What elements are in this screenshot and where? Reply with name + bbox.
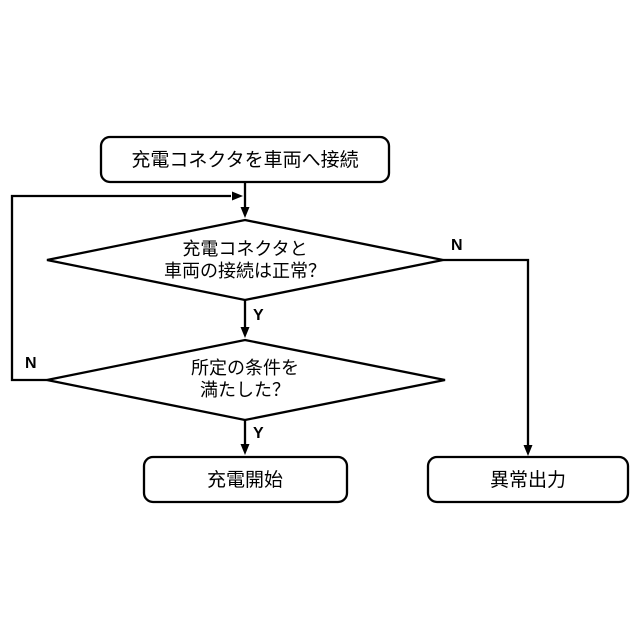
arrowhead-into-decision-connection	[240, 207, 250, 218]
arrowhead-into-charge-start	[240, 444, 250, 455]
branch-label-condition-no: N	[25, 355, 37, 372]
node-abnormal-output	[426, 455, 630, 504]
node-decision-condition	[46, 338, 446, 422]
node-start-label: 充電コネクタを車両へ接続	[131, 149, 358, 171]
node-start	[99, 135, 391, 184]
branch-label-connection-no: N	[451, 237, 463, 254]
node-decision-connection	[46, 218, 444, 302]
branch-label-connection-yes: Y	[253, 307, 264, 324]
edge-condition-no-feedback-loop	[10, 194, 231, 382]
decision-condition-label-line1: 所定の条件を	[191, 358, 299, 378]
decision-connection-label-line2: 車両の接続は正常？	[164, 261, 326, 281]
node-charge-start	[142, 455, 349, 504]
branch-label-condition-yes: Y	[253, 425, 264, 442]
arrowhead-into-decision-condition	[240, 327, 250, 338]
arrowhead-into-abnormal-output	[523, 445, 533, 456]
node-abnormal-output-label: 異常出力	[490, 469, 566, 491]
decision-condition-label-line2: 満たした？	[200, 380, 290, 400]
node-charge-start-label: 充電開始	[207, 469, 283, 491]
decision-connection-label-line1: 充電コネクタと	[182, 239, 307, 259]
arrowhead-feedback-into-spine	[232, 191, 243, 201]
edge-connection-no	[443, 258, 530, 446]
